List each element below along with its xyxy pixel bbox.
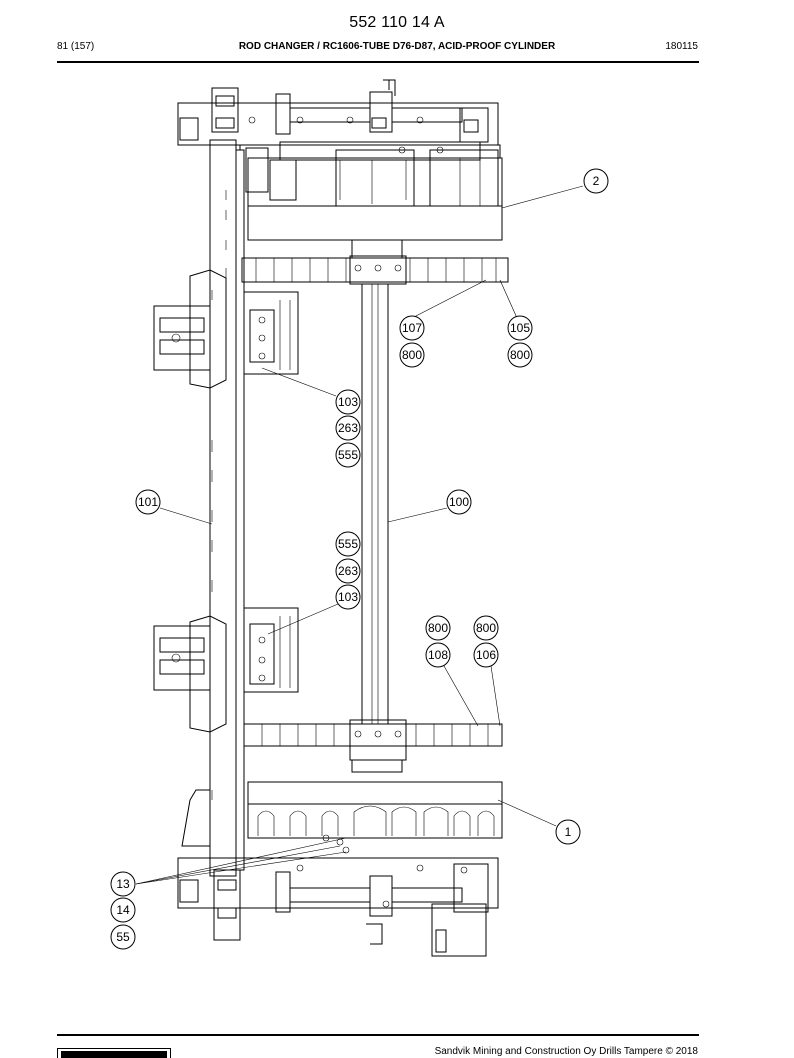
top-assembly: [178, 80, 500, 206]
svg-text:100: 100: [449, 495, 469, 509]
callout-800: 800: [474, 616, 498, 640]
callout-103: 103: [336, 390, 360, 414]
callout-800: 800: [508, 343, 532, 367]
callout-555: 555: [336, 443, 360, 467]
lower-gripper: [154, 608, 298, 732]
svg-text:800: 800: [428, 621, 448, 635]
svg-text:263: 263: [338, 564, 358, 578]
lower-housing: [248, 782, 502, 838]
callout-13: 13: [111, 872, 135, 896]
svg-text:1: 1: [565, 825, 572, 839]
svg-text:108: 108: [428, 648, 448, 662]
svg-text:800: 800: [510, 348, 530, 362]
callout-800: 800: [400, 343, 424, 367]
callout-263: 263: [336, 416, 360, 440]
callout-800: 800: [426, 616, 450, 640]
lower-sprocket: [244, 720, 502, 772]
callout-106: 106: [474, 643, 498, 667]
svg-text:105: 105: [510, 321, 530, 335]
callout-1: 1: [556, 820, 580, 844]
sandvik-logo: [57, 1048, 171, 1058]
upper-gripper: [154, 270, 298, 388]
callout-101: 101: [136, 490, 160, 514]
callout-105: 105: [508, 316, 532, 340]
svg-text:263: 263: [338, 421, 358, 435]
callout-555: 555: [336, 532, 360, 556]
svg-text:800: 800: [402, 348, 422, 362]
callout-108: 108: [426, 643, 450, 667]
leader-lines: [136, 186, 583, 884]
svg-text:800: 800: [476, 621, 496, 635]
callout-55: 55: [111, 925, 135, 949]
svg-text:14: 14: [116, 903, 130, 917]
svg-text:103: 103: [338, 590, 358, 604]
svg-text:107: 107: [402, 321, 422, 335]
frame-rail: [182, 140, 244, 876]
svg-text:55: 55: [116, 930, 130, 944]
top-sprocket: [242, 256, 508, 284]
svg-text:106: 106: [476, 648, 496, 662]
top-housing: [248, 158, 502, 258]
footer-copyright: Sandvik Mining and Construction Oy Drill…: [435, 1046, 698, 1057]
svg-text:2: 2: [593, 174, 600, 188]
central-shaft: [362, 284, 388, 724]
svg-text:13: 13: [116, 877, 130, 891]
callout-100: 100: [447, 490, 471, 514]
svg-text:555: 555: [338, 537, 358, 551]
callout-107: 107: [400, 316, 424, 340]
footer-rule: [57, 1034, 699, 1036]
callout-2: 2: [584, 169, 608, 193]
svg-text:103: 103: [338, 395, 358, 409]
svg-text:101: 101: [138, 495, 158, 509]
svg-text:555: 555: [338, 448, 358, 462]
callout-14: 14: [111, 898, 135, 922]
callout-263: 263: [336, 559, 360, 583]
callout-103: 103: [336, 585, 360, 609]
